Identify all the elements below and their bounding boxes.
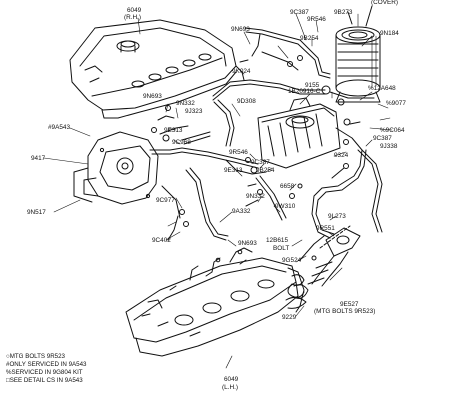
label-9j338: 9J338	[380, 143, 398, 150]
label-9417: 9417	[31, 155, 46, 162]
label-9b273: 9B273	[334, 9, 353, 16]
lift-pump-assembly	[73, 105, 211, 205]
label-9c064: %9C064	[380, 127, 405, 134]
label-9n517: 9N517	[27, 209, 46, 216]
label-1b20916-c: 1B20916-C	[288, 88, 321, 95]
label-9c387-mid: 9C387	[251, 159, 270, 166]
label-9c387-right: 9C387	[373, 135, 392, 142]
label-9a332: 9A332	[232, 208, 251, 215]
label-9c402: 9C402	[152, 237, 171, 244]
label-9k024: 9K024	[232, 68, 251, 75]
legend-serviced-kit: %SERVICED IN 9G804 KIT	[6, 369, 83, 376]
label-9g524: 9G524	[282, 257, 302, 264]
label-9c968: 9C968	[172, 139, 191, 146]
cylinder-head-lh	[125, 247, 299, 357]
return-lines-right	[289, 149, 383, 239]
label-9j323: 9J323	[185, 108, 203, 115]
label-9c977: 9C977	[156, 197, 175, 204]
label-6658: 6658	[280, 183, 295, 190]
injector-bolt-assembly	[285, 225, 361, 313]
label-9n693-left: 9N693	[143, 93, 162, 100]
label-cover: (COVER)	[371, 0, 398, 6]
upper-fuel-lines	[212, 27, 375, 147]
label-9e313-top: 9E313	[164, 127, 183, 134]
label-head-lh-code: 6049	[224, 376, 239, 383]
label-9r546-mid: 9R546	[229, 149, 248, 156]
label-9324: 9324	[334, 152, 349, 159]
label-9r551: 9R551	[316, 225, 335, 232]
label-head-rh-side: (R.H.)	[124, 14, 142, 21]
label-12a648: %12A648	[368, 85, 396, 92]
label-9155: 9155	[305, 82, 320, 89]
label-9077: %9077	[386, 100, 406, 107]
label-9n693-low: 9N693	[238, 240, 257, 247]
label-mtg-bolts-9r523: (MTG BOLTS 9R523)	[314, 308, 376, 315]
fuel-pump-body	[257, 97, 363, 169]
label-9e313-mid: 9E313	[224, 167, 243, 174]
label-9b254-top: 9B254	[300, 35, 319, 42]
label-9n693-top: 9N693	[231, 26, 250, 33]
label-9w310: 9W310	[275, 203, 296, 210]
label-9l273: 9L273	[328, 213, 346, 220]
label-9a543: #9A543	[48, 124, 71, 131]
label-9r546-top: 9R546	[307, 16, 326, 23]
label-bolt: BOLT	[273, 245, 290, 252]
filter-housing	[335, 5, 381, 103]
legend-see-detail: □SEE DETAIL CS IN 9A543	[6, 377, 83, 382]
label-9c387-top: 9C387	[290, 9, 309, 16]
label-9b254-mid: 9B254	[256, 167, 275, 174]
cylinder-head-rh	[69, 19, 237, 119]
label-9n332-low: 9N332	[246, 193, 265, 200]
label-9e527: 9E527	[340, 301, 359, 308]
label-head-lh-side: (L.H.)	[222, 384, 238, 391]
legend-mtg-bolts: ○MTG BOLTS 9R523	[6, 353, 65, 360]
symbol-legend: ○MTG BOLTS 9R523 #ONLY SERVICED IN 9A543…	[6, 353, 86, 382]
label-12b615: 12B615	[266, 237, 289, 244]
label-9n184: 9N184	[380, 30, 399, 37]
label-9n332-top: 9N332	[176, 100, 195, 107]
legend-only-serviced: #ONLY SERVICED IN 9A543	[6, 361, 87, 368]
label-head-rh-code: 6049	[127, 7, 142, 14]
label-9229: 9229	[282, 314, 297, 321]
leader-lines	[43, 13, 393, 369]
label-9d308: 9D308	[237, 98, 256, 105]
middle-fuel-lines	[161, 147, 287, 241]
